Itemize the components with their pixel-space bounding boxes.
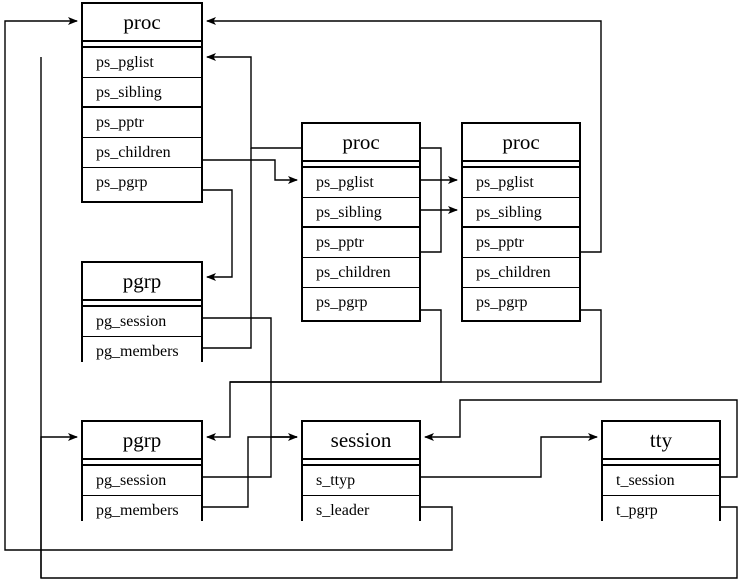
- proc2-field-ps_children[interactable]: ps_children: [303, 258, 419, 288]
- pgrp1-spacer: [83, 301, 201, 307]
- session1-spacer: [303, 460, 419, 466]
- wire-proc2-pgrp-to-pgrp2: [206, 309, 442, 441]
- struct-box-session1[interactable]: session s_ttyp s_leader: [301, 420, 421, 526]
- pgrp1-field-pg_session[interactable]: pg_session: [83, 307, 201, 337]
- proc3-field-ps_pgrp[interactable]: ps_pgrp: [463, 288, 579, 318]
- wire-tty1-session-to-session1: [424, 399, 738, 478]
- wire-tty1-pgrp-to-pgrp2: [40, 433, 738, 579]
- proc1-field-ps_children[interactable]: ps_children: [83, 138, 201, 168]
- wire-proc3-pgrp-to-pgrp2: [230, 309, 602, 383]
- wire-session1-leader-to-proc1-title: [4, 17, 453, 551]
- proc3-field-ps_children[interactable]: ps_children: [463, 258, 579, 288]
- proc3-spacer: [463, 162, 579, 168]
- tty1-field-t_pgrp[interactable]: t_pgrp: [603, 496, 719, 526]
- session1-title: session: [303, 422, 419, 460]
- proc2-title: proc: [303, 124, 419, 162]
- proc1-title: proc: [83, 4, 201, 42]
- wire-pgrp1-members-to-proc2-pglist: [203, 148, 252, 349]
- proc3-title: proc: [463, 124, 579, 162]
- pgrp1-title: pgrp: [83, 263, 201, 301]
- struct-box-proc3[interactable]: proc ps_pglist ps_sibling ps_pptr ps_chi…: [461, 122, 581, 322]
- wire-proc1-children-to-proc2-pglist: [203, 159, 298, 184]
- proc1-field-ps_pptr[interactable]: ps_pptr: [83, 108, 201, 138]
- proc3-field-ps_pglist[interactable]: ps_pglist: [463, 168, 579, 198]
- proc2-field-ps_pgrp[interactable]: ps_pgrp: [303, 288, 419, 318]
- proc1-field-ps_sibling[interactable]: ps_sibling: [83, 78, 201, 108]
- wire-pgrp1-session-to-session1: [203, 317, 298, 441]
- tty1-title: tty: [603, 422, 719, 460]
- pgrp2-spacer: [83, 460, 201, 466]
- wire-proc1-pgrp-to-pgrp1: [203, 189, 233, 281]
- wire-pgrp2-session-to-session1: [203, 437, 272, 478]
- pgrp2-title: pgrp: [83, 422, 201, 460]
- tty1-spacer: [603, 460, 719, 466]
- struct-box-proc1[interactable]: proc ps_pglist ps_sibling ps_pptr ps_chi…: [81, 2, 203, 203]
- wire-proc3-pptr-to-proc1-title: [206, 17, 602, 253]
- proc1-field-ps_pgrp[interactable]: ps_pgrp: [83, 168, 201, 198]
- proc2-field-ps_pglist[interactable]: ps_pglist: [303, 168, 419, 198]
- tty1-field-t_session[interactable]: t_session: [603, 466, 719, 496]
- proc3-field-ps_pptr[interactable]: ps_pptr: [463, 228, 579, 258]
- session1-field-s_ttyp[interactable]: s_ttyp: [303, 466, 419, 496]
- struct-box-proc2[interactable]: proc ps_pglist ps_sibling ps_pptr ps_chi…: [301, 122, 421, 322]
- proc1-spacer: [83, 42, 201, 48]
- proc1-field-ps_pglist[interactable]: ps_pglist: [83, 48, 201, 78]
- wire-pgrp2-members-to-session1: [203, 436, 297, 508]
- proc2-spacer: [303, 162, 419, 168]
- proc2-field-ps_sibling[interactable]: ps_sibling: [303, 198, 419, 228]
- proc3-field-ps_sibling[interactable]: ps_sibling: [463, 198, 579, 228]
- wire-session1-ttyp-to-tty1: [421, 433, 598, 478]
- struct-box-pgrp2[interactable]: pgrp pg_session pg_members: [81, 420, 203, 526]
- proc2-field-ps_pptr[interactable]: ps_pptr: [303, 228, 419, 258]
- pgrp2-field-pg_session[interactable]: pg_session: [83, 466, 201, 496]
- pgrp2-field-pg_members[interactable]: pg_members: [83, 496, 201, 526]
- struct-box-tty1[interactable]: tty t_session t_pgrp: [601, 420, 721, 526]
- pgrp1-field-pg_members[interactable]: pg_members: [83, 337, 201, 367]
- session1-field-s_leader[interactable]: s_leader: [303, 496, 419, 526]
- struct-box-pgrp1[interactable]: pgrp pg_session pg_members: [81, 261, 203, 367]
